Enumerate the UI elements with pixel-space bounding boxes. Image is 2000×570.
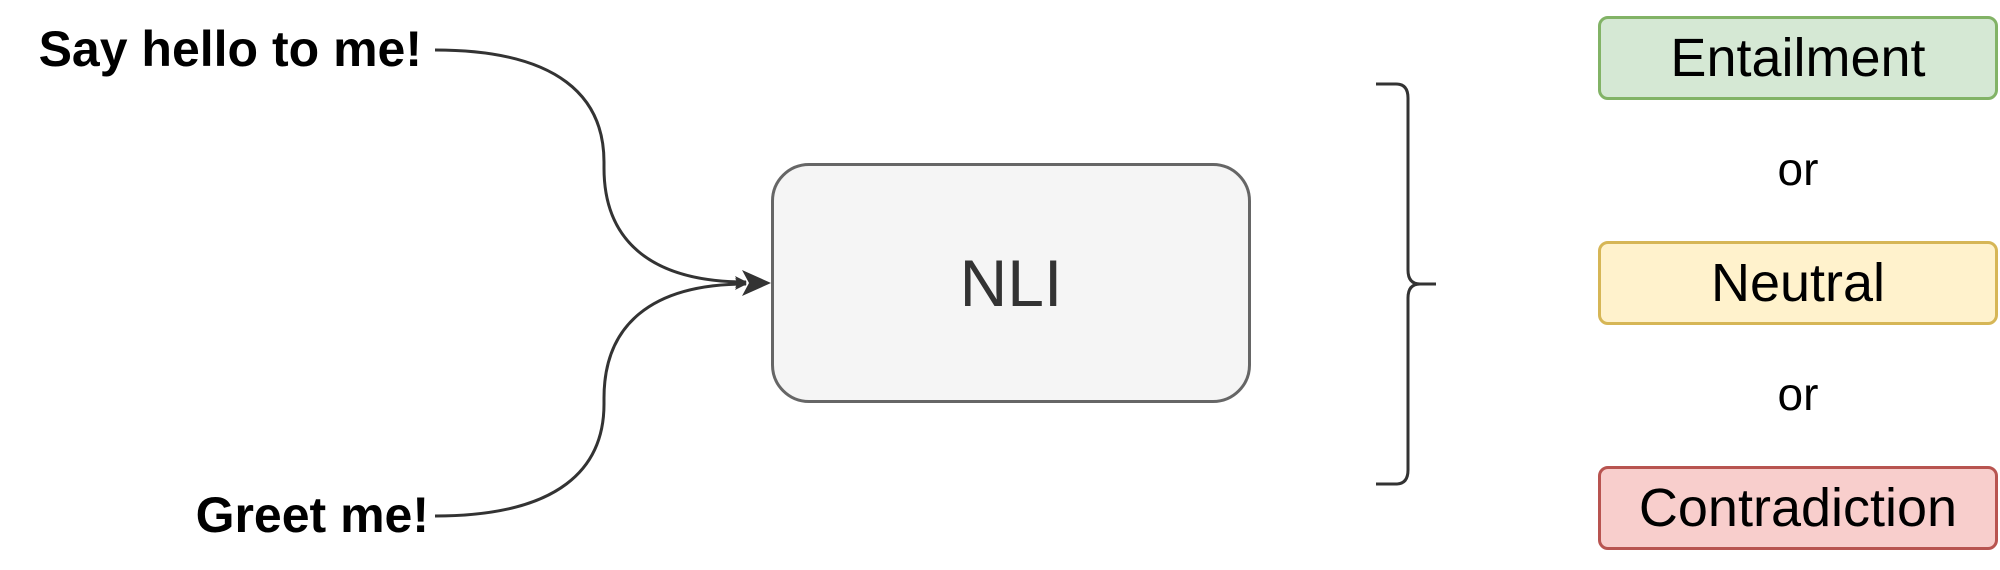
connector-sentence-2: [434, 278, 747, 518]
nli-model-box: NLI: [771, 163, 1251, 403]
or-separator-1: or: [1777, 143, 1819, 195]
or-separator-2: or: [1777, 368, 1819, 420]
label-neutral: Neutral: [1598, 241, 1998, 325]
label-entailment-text: Entailment: [1670, 28, 1926, 88]
input-sentence-2: Greet me!: [195, 487, 429, 543]
label-entailment: Entailment: [1598, 16, 1998, 100]
nli-model-label: NLI: [959, 246, 1063, 320]
label-contradiction: Contradiction: [1598, 466, 1998, 550]
connector-sentence-1: [434, 48, 747, 288]
input-sentence-1: Say hello to me!: [38, 21, 422, 77]
label-contradiction-text: Contradiction: [1638, 478, 1958, 538]
arrow-tip: [742, 270, 771, 296]
label-neutral-text: Neutral: [1710, 253, 1886, 313]
output-brace: [1376, 82, 1436, 486]
